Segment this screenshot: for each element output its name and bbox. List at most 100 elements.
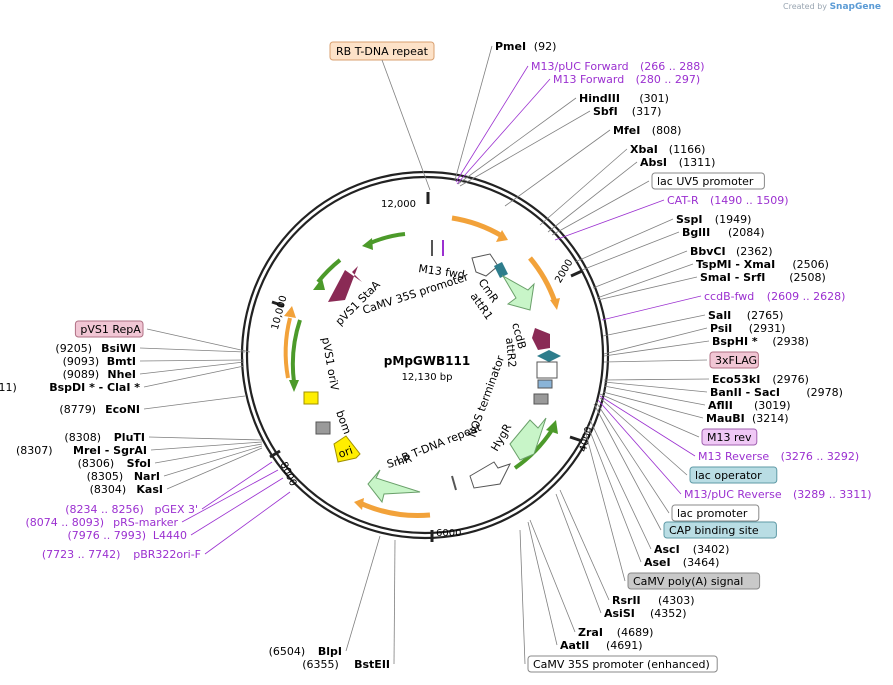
tick-10000 xyxy=(271,300,285,308)
green-arrow-left-2 xyxy=(290,319,302,383)
hygr-shape xyxy=(509,417,547,461)
pos-m13-reverse: (3276 .. 3292) xyxy=(781,450,860,463)
box-lac-promoter xyxy=(671,504,760,522)
label-blpi: BlpI xyxy=(318,645,342,658)
label-bsphi: BspHI * xyxy=(712,335,758,348)
leader-sali xyxy=(602,314,706,337)
pos-smai-srfi: (2508) xyxy=(789,271,826,284)
label-bglii: BglII xyxy=(682,226,710,239)
attr2-shape xyxy=(536,361,558,379)
green-arrow-left xyxy=(316,258,342,284)
orange-arrow-bottom xyxy=(358,500,431,518)
label-pgex-3: pGEX 3' xyxy=(154,503,198,516)
pos-pluti: (8308) xyxy=(64,431,101,444)
label-sfoi: SfoI xyxy=(127,457,151,470)
orange-arrow-right xyxy=(528,256,558,303)
pos-asci: (3402) xyxy=(693,543,730,556)
pos-asisi: (4352) xyxy=(650,607,687,620)
leader-sfoi xyxy=(154,443,263,464)
leader-mrei-sgrai xyxy=(150,441,263,451)
label-lac-promoter: lac promoter xyxy=(677,507,748,520)
leader-lac-promoter xyxy=(595,401,670,514)
tick-label-12000: 12,000 xyxy=(381,199,416,210)
leader-l4440 xyxy=(190,477,284,536)
leader-blpi xyxy=(345,535,381,652)
label-m13-rev: M13 rev xyxy=(707,431,752,444)
cmr-shape xyxy=(501,274,535,311)
leader-smai-srfi xyxy=(597,276,698,301)
camv-35s-promoter-shape xyxy=(471,253,499,277)
label-pbr322ori-f: pBR322ori-F xyxy=(133,548,201,561)
green-arrow-top-head xyxy=(362,238,373,250)
box-cap-binding-site xyxy=(663,521,777,539)
m13-fwd-shape xyxy=(494,262,508,278)
label-asci: AscI xyxy=(654,543,680,556)
leader-rsrii xyxy=(559,489,610,601)
pos-bglii: (2084) xyxy=(728,226,765,239)
green-arrow-left-2-head xyxy=(289,380,299,392)
label-bom: bom xyxy=(333,409,354,436)
leader-lac-operator xyxy=(599,397,688,476)
leader-m13-forward xyxy=(456,78,551,185)
leader-camv-poly-a-signal xyxy=(584,429,626,582)
leader-xbai xyxy=(539,148,628,226)
box-lac-operator xyxy=(689,466,778,484)
pos-bbvci: (2362) xyxy=(736,245,773,258)
label-lac-uv5-promoter: lac UV5 promoter xyxy=(657,175,754,188)
label-asisi: AsiSI xyxy=(604,607,635,620)
polya-shape xyxy=(533,393,549,405)
leader-banii-saci xyxy=(603,381,708,393)
box-camv-poly-a-signal xyxy=(627,572,761,590)
pos-asei: (3464) xyxy=(683,556,720,569)
inner-feature-shapes xyxy=(303,240,561,504)
leader-3xflag xyxy=(603,359,708,363)
label-cap-binding-site: CAP binding site xyxy=(669,524,759,537)
orange-arrow-right-head xyxy=(550,298,560,310)
label-attr2: attR2 xyxy=(503,337,519,368)
tick-label-6000: 6000 xyxy=(436,528,461,539)
pos-sbfi: (317) xyxy=(632,105,662,118)
label-kasi: KasI xyxy=(136,483,163,496)
leader-pvs1-repa xyxy=(146,328,251,353)
ccdb-shape xyxy=(532,328,550,350)
snapgene-brand: SnapGene xyxy=(829,2,881,12)
leader-asisi xyxy=(555,493,602,614)
rb-tdna-box: RB T-DNA repeat xyxy=(329,41,435,61)
label-eco53ki: Eco53kI xyxy=(712,373,760,386)
tick-2000 xyxy=(570,269,583,278)
lb-marker xyxy=(451,475,457,491)
leader-m13-puc-forward xyxy=(455,65,529,183)
pos-m13-puc-forward: (266 .. 288) xyxy=(640,60,705,73)
label-m13-puc-forward: M13/pUC Forward xyxy=(531,60,629,73)
leader-bspdi-clai xyxy=(143,365,245,388)
label-econi: EcoNI xyxy=(105,403,140,416)
leader-pbr322ori-f xyxy=(204,491,291,555)
attr1-shape xyxy=(537,350,561,362)
pos-ccdb-fwd: (2609 .. 2628) xyxy=(767,290,846,303)
smr-shape xyxy=(367,469,421,504)
label-smr: SmR xyxy=(385,452,413,471)
pos-bspdi-clai: (9011) xyxy=(0,381,17,394)
label-pvs1-oriv: pVS1 oriV xyxy=(319,336,341,392)
pos-rsrii: (4303) xyxy=(658,594,695,607)
label-nhei: NheI xyxy=(107,368,136,381)
credit: Created by SnapGene xyxy=(783,2,881,12)
green-arrow-left-head xyxy=(313,278,325,290)
label-pmei: PmeI xyxy=(495,40,526,53)
box-pvs1-repa xyxy=(74,320,144,338)
pos-prs-marker: (8074 .. 8093) xyxy=(25,516,104,529)
leader-pgex-3 xyxy=(201,461,273,510)
label-ccdb-fwd: ccdB-fwd xyxy=(704,290,754,303)
ori-shape xyxy=(333,435,361,463)
leader-asci xyxy=(589,419,652,550)
tick-label-2000: 2000 xyxy=(553,258,575,286)
leader-asei xyxy=(587,425,642,563)
leader-cat-r xyxy=(554,199,665,241)
pos-cat-r: (1490 .. 1509) xyxy=(710,194,789,207)
label-mfei: MfeI xyxy=(613,124,640,137)
pos-kasi: (8304) xyxy=(90,483,127,496)
label-pluti: PluTI xyxy=(114,431,145,444)
leader-maubi xyxy=(602,391,704,419)
label-sbfi: SbfI xyxy=(593,105,618,118)
leader-bglii xyxy=(581,231,680,271)
